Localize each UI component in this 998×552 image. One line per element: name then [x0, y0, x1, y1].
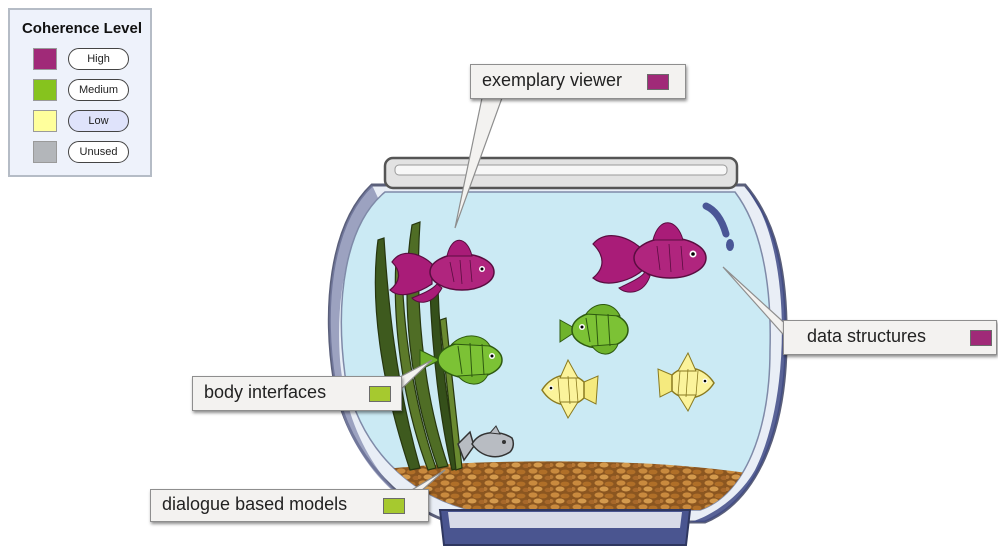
- rim-highlight: [395, 165, 727, 175]
- callout-swatch-medium: [383, 498, 405, 514]
- legend-swatch-medium: [33, 79, 57, 101]
- legend-swatch-high: [33, 48, 57, 70]
- callout-dialogue-models[interactable]: dialogue based models: [150, 489, 429, 522]
- legend-item-medium: Medium: [10, 79, 154, 103]
- legend-button-low[interactable]: Low: [68, 110, 129, 132]
- legend-button-medium[interactable]: Medium: [68, 79, 129, 101]
- legend-button-unused[interactable]: Unused: [68, 141, 129, 163]
- callout-label: dialogue based models: [162, 494, 347, 515]
- callout-body-interfaces[interactable]: body interfaces: [192, 376, 402, 411]
- legend-swatch-unused: [33, 141, 57, 163]
- bowl-base-highlight: [448, 512, 682, 528]
- callout-exemplary-viewer[interactable]: exemplary viewer: [470, 64, 686, 99]
- legend-button-high[interactable]: High: [68, 48, 129, 70]
- legend-swatch-low: [33, 110, 57, 132]
- callout-swatch-medium: [369, 386, 391, 402]
- callout-label: exemplary viewer: [482, 70, 622, 91]
- glass-reflection-dot: [726, 239, 734, 251]
- callout-data-structures[interactable]: data structures: [783, 320, 997, 355]
- callout-swatch-high: [970, 330, 992, 346]
- legend-item-unused: Unused: [10, 141, 154, 165]
- callout-swatch-high: [647, 74, 669, 90]
- legend-panel: Coherence Level High Medium Low Unused: [8, 8, 152, 177]
- legend-item-low: Low: [10, 110, 154, 134]
- legend-title: Coherence Level: [10, 20, 154, 37]
- legend-item-high: High: [10, 48, 154, 72]
- callout-label: data structures: [807, 326, 926, 347]
- callout-label: body interfaces: [204, 382, 326, 403]
